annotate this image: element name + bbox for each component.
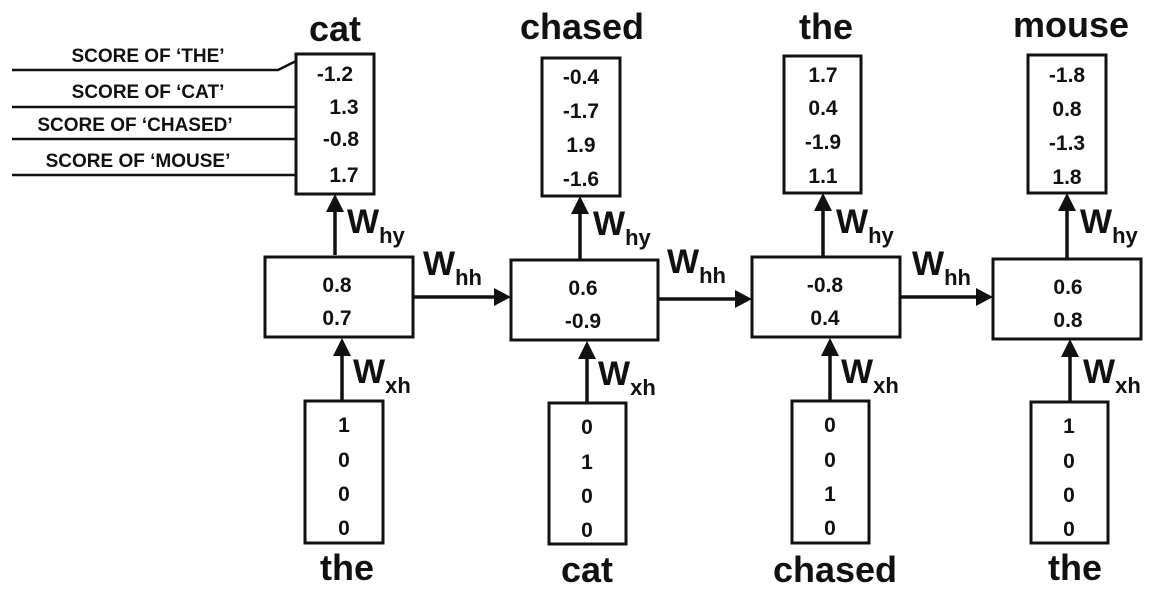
output-score: 1.7 bbox=[329, 164, 358, 187]
timestep-2: chased -0.4 -1.7 1.9 -1.6 Why 0.6 -0.9 W… bbox=[509, 6, 660, 590]
input-value: 1 bbox=[824, 483, 836, 506]
hidden-value: 0.6 bbox=[568, 277, 597, 300]
input-value: 0 bbox=[824, 449, 836, 472]
why-label: Why bbox=[1080, 203, 1139, 248]
timestep-1: cat -1.2 1.3 -0.8 1.7 Why 0.8 0.7 Wxh 1 … bbox=[263, 8, 415, 588]
hidden-value: -0.8 bbox=[807, 274, 844, 297]
whh-label: Whh bbox=[912, 245, 971, 290]
hidden-state-box bbox=[509, 258, 660, 342]
score-label-cat: SCORE OF ‘CAT’ bbox=[72, 82, 225, 103]
output-score: -1.9 bbox=[805, 131, 841, 154]
input-value: 0 bbox=[338, 483, 350, 506]
wxh-label: Wxh bbox=[598, 355, 656, 400]
output-score: -0.4 bbox=[563, 66, 600, 89]
output-word: chased bbox=[520, 6, 644, 47]
wxh-label: Wxh bbox=[1083, 353, 1141, 398]
hidden-state-box bbox=[750, 255, 902, 339]
output-score: 1.8 bbox=[1052, 166, 1082, 189]
wxh-arrow-head bbox=[1061, 339, 1079, 357]
output-score: -1.2 bbox=[317, 63, 353, 86]
output-score: 1.7 bbox=[808, 64, 837, 87]
output-score: 1.3 bbox=[329, 96, 358, 119]
output-box bbox=[782, 54, 863, 195]
input-box bbox=[303, 399, 385, 545]
input-word: the bbox=[320, 547, 374, 588]
whh-label: Whh bbox=[667, 243, 726, 288]
output-score: 0.4 bbox=[808, 97, 838, 120]
whh-label: Whh bbox=[423, 245, 482, 290]
hidden-value: 0.4 bbox=[810, 307, 840, 330]
score-label-the: SCORE OF ‘THE’ bbox=[71, 46, 224, 67]
output-score: 1.1 bbox=[808, 165, 838, 188]
whh-connection-1: Whh bbox=[413, 245, 511, 306]
input-value: 0 bbox=[338, 517, 350, 540]
score-label-chased: SCORE OF ‘CHASED’ bbox=[37, 115, 232, 136]
timestep-4: mouse -1.8 0.8 -1.3 1.8 Why 0.6 0.8 Wxh … bbox=[991, 4, 1143, 588]
why-label: Why bbox=[347, 203, 406, 248]
input-box bbox=[547, 401, 628, 546]
output-score: -1.7 bbox=[563, 100, 599, 123]
input-value: 0 bbox=[581, 519, 593, 542]
why-arrow-head bbox=[814, 193, 832, 211]
hidden-value: -0.9 bbox=[565, 310, 601, 333]
whh-arrow-head bbox=[976, 288, 993, 306]
input-word: cat bbox=[561, 549, 613, 590]
input-value: 1 bbox=[1063, 415, 1075, 438]
input-word: chased bbox=[773, 549, 897, 590]
wxh-label: Wxh bbox=[353, 353, 411, 398]
score-label-mouse: SCORE OF ‘MOUSE’ bbox=[46, 151, 231, 172]
input-value: 0 bbox=[581, 485, 593, 508]
why-arrow-head bbox=[326, 194, 344, 212]
whh-arrow-head bbox=[494, 288, 511, 306]
why-arrow-head bbox=[571, 196, 589, 214]
wxh-arrow-head bbox=[578, 341, 596, 359]
output-score: -1.6 bbox=[563, 168, 599, 191]
hidden-value: 0.8 bbox=[322, 274, 352, 297]
output-score: -1.8 bbox=[1049, 64, 1086, 87]
input-box bbox=[1029, 400, 1110, 545]
output-word: cat bbox=[309, 8, 361, 49]
input-value: 1 bbox=[338, 414, 350, 437]
output-word: the bbox=[799, 6, 853, 47]
input-value: 0 bbox=[338, 449, 350, 472]
whh-arrow-head bbox=[735, 290, 752, 308]
input-value: 0 bbox=[1063, 450, 1075, 473]
input-box bbox=[790, 399, 871, 545]
hidden-state-box bbox=[263, 255, 415, 339]
input-word: the bbox=[1048, 547, 1102, 588]
hidden-value: 0.8 bbox=[1053, 309, 1083, 332]
score-labels: SCORE OF ‘THE’ SCORE OF ‘CAT’ SCORE OF ‘… bbox=[12, 46, 319, 182]
input-value: 0 bbox=[824, 517, 836, 540]
wxh-label: Wxh bbox=[841, 353, 899, 398]
hidden-value: 0.6 bbox=[1053, 276, 1082, 299]
input-value: 1 bbox=[581, 451, 593, 474]
output-score: 0.8 bbox=[1052, 98, 1082, 121]
whh-connection-2: Whh bbox=[658, 243, 752, 308]
input-value: 0 bbox=[581, 416, 593, 439]
output-box bbox=[294, 52, 376, 196]
input-value: 0 bbox=[1063, 484, 1075, 507]
whh-connection-3: Whh bbox=[900, 245, 993, 306]
output-word: mouse bbox=[1013, 4, 1129, 45]
wxh-arrow-head bbox=[821, 338, 839, 356]
why-label: Why bbox=[836, 203, 895, 248]
output-score: -0.8 bbox=[323, 128, 360, 151]
hidden-value: 0.7 bbox=[322, 307, 351, 330]
why-label: Why bbox=[593, 205, 652, 250]
timestep-3: the 1.7 0.4 -1.9 1.1 Why -0.8 0.4 Wxh 0 … bbox=[750, 6, 902, 590]
wxh-arrow-head bbox=[333, 338, 351, 356]
why-arrow-head bbox=[1058, 193, 1076, 211]
input-value: 0 bbox=[824, 414, 836, 437]
input-value: 0 bbox=[1063, 518, 1075, 541]
output-score: 1.9 bbox=[566, 134, 595, 157]
output-score: -1.3 bbox=[1049, 132, 1085, 155]
hidden-state-box bbox=[991, 257, 1143, 341]
output-box bbox=[540, 56, 622, 198]
